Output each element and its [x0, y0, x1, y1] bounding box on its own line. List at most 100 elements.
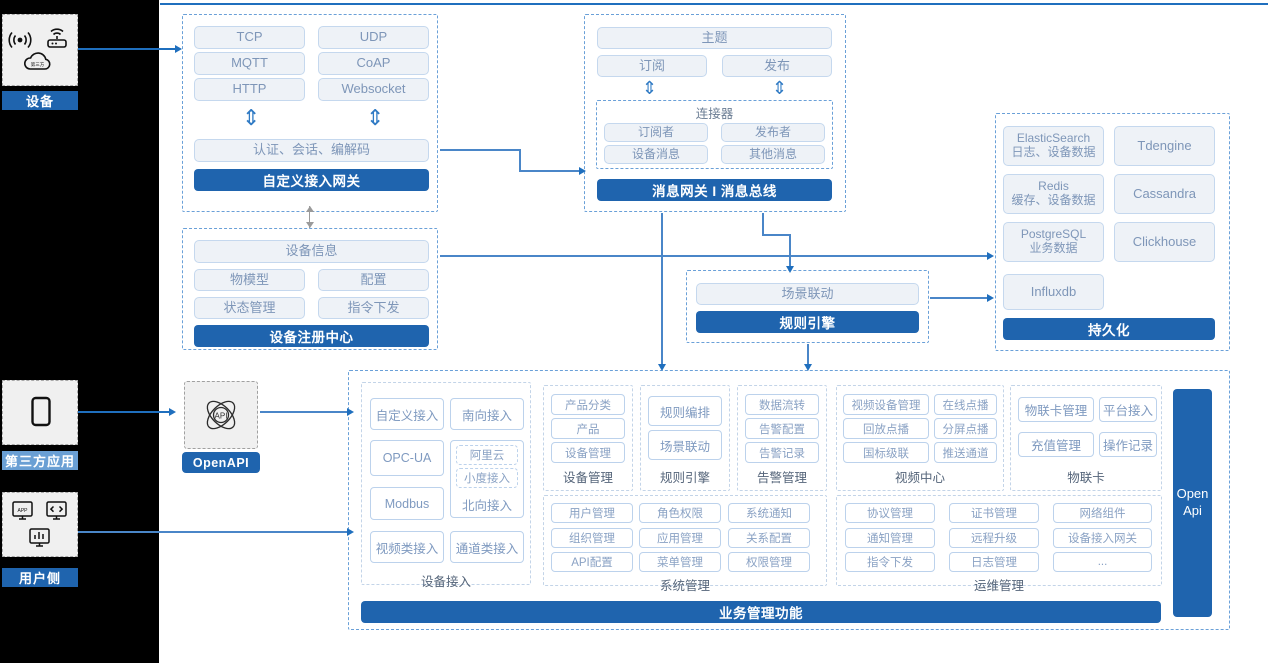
access-custom[interactable]: 自定义接入: [370, 398, 444, 430]
access-aliyun-label: 阿里云: [469, 450, 505, 462]
message-bus-title-bar[interactable]: 消息网关 I 消息总线: [597, 179, 832, 201]
sys-app-management[interactable]: 应用管理: [639, 528, 721, 548]
store-elasticsearch-name: ElasticSearch: [1016, 131, 1091, 146]
video-playback[interactable]: 回放点播: [843, 418, 929, 439]
ops-protocol-management[interactable]: 协议管理: [845, 503, 935, 523]
video-gb-cascade[interactable]: 国标级联: [843, 442, 929, 463]
business-title-bar[interactable]: 业务管理功能: [361, 601, 1161, 623]
ops-device-access-gateway[interactable]: 设备接入网关: [1053, 528, 1152, 548]
protocol-tcp[interactable]: TCP: [194, 26, 305, 49]
registry-state-management[interactable]: 状态管理: [194, 297, 305, 319]
protocol-udp[interactable]: UDP: [318, 26, 429, 49]
store-tdengine[interactable]: Tdengine: [1114, 126, 1215, 166]
registry-device-info[interactable]: 设备信息: [194, 240, 429, 263]
persistence-section: [995, 113, 1230, 351]
connector-device-message[interactable]: 设备消息: [604, 145, 708, 164]
ops-command-dispatch[interactable]: 指令下发: [845, 552, 935, 572]
rule-engine-scene[interactable]: 场景联动: [696, 283, 919, 305]
gateway-updown-arrow-right: ⇕: [366, 105, 385, 130]
open-api-side-bar[interactable]: Open Api: [1173, 389, 1212, 617]
store-clickhouse[interactable]: Clickhouse: [1114, 222, 1215, 262]
publish-box[interactable]: 发布: [722, 55, 832, 77]
group-alarm-management-label: 告警管理: [737, 467, 827, 486]
devmgmt-product[interactable]: 产品: [551, 418, 625, 439]
sys-user-management[interactable]: 用户管理: [551, 503, 633, 523]
video-playback-label: 回放点播: [863, 423, 909, 436]
protocol-coap[interactable]: CoAP: [318, 52, 429, 75]
iot-recharge-management[interactable]: 充值管理: [1018, 432, 1094, 457]
ops-remote-upgrade[interactable]: 远程升级: [949, 528, 1039, 548]
sys-org-management[interactable]: 组织管理: [551, 528, 633, 548]
alarm-data-flow[interactable]: 数据流转: [745, 394, 819, 415]
sys-notification[interactable]: 系统通知: [728, 503, 810, 523]
ops-device-access-gateway-label: 设备接入网关: [1068, 533, 1137, 545]
devmgmt-product-category[interactable]: 产品分类: [551, 394, 625, 415]
top-divider-line: [160, 3, 1268, 5]
devmgmt-device-management[interactable]: 设备管理: [551, 442, 625, 463]
alarm-records[interactable]: 告警记录: [745, 442, 819, 463]
sys-menu-management[interactable]: 菜单管理: [639, 552, 721, 572]
iot-card-management-label: 物联卡管理: [1024, 404, 1088, 418]
access-aliyun[interactable]: 阿里云: [456, 445, 518, 465]
topic-box[interactable]: 主题: [597, 27, 832, 49]
video-push-channel[interactable]: 推送通道: [934, 442, 997, 463]
persistence-title-bar[interactable]: 持久化: [1003, 318, 1215, 340]
ops-notification-management[interactable]: 通知管理: [845, 528, 935, 548]
group-system-management: [543, 495, 827, 586]
ops-log-management[interactable]: 日志管理: [949, 552, 1039, 572]
sys-api-config[interactable]: API配置: [551, 552, 633, 572]
registry-command-dispatch[interactable]: 指令下发: [318, 297, 429, 319]
video-split-screen[interactable]: 分屏点播: [934, 418, 997, 439]
registry-config[interactable]: 配置: [318, 269, 429, 291]
access-video[interactable]: 视频类接入: [370, 531, 444, 563]
registry-title-bar[interactable]: 设备注册中心: [194, 325, 429, 347]
access-opcua[interactable]: OPC-UA: [370, 440, 444, 476]
devmgmt-device-management-label: 设备管理: [565, 447, 611, 460]
store-postgresql[interactable]: PostgreSQL 业务数据: [1003, 222, 1104, 262]
video-online-play[interactable]: 在线点播: [934, 394, 997, 415]
protocol-mqtt[interactable]: MQTT: [194, 52, 305, 75]
ops-certificate-management[interactable]: 证书管理: [949, 503, 1039, 523]
connector-subscriber[interactable]: 订阅者: [604, 123, 708, 142]
store-redis-desc: 缓存、设备数据: [1011, 193, 1096, 207]
alarm-config[interactable]: 告警配置: [745, 418, 819, 439]
store-influxdb[interactable]: Influxdb: [1003, 274, 1104, 310]
iot-platform-access[interactable]: 平台接入: [1099, 397, 1157, 422]
ops-network-component[interactable]: 网络组件: [1053, 503, 1152, 523]
business-title-label: 业务管理功能: [719, 606, 803, 621]
iot-operation-log[interactable]: 操作记录: [1099, 432, 1157, 457]
registry-thing-model[interactable]: 物模型: [194, 269, 305, 291]
sys-relation-config[interactable]: 关系配置: [728, 528, 810, 548]
subscribe-box[interactable]: 订阅: [597, 55, 707, 77]
ops-more[interactable]: ...: [1053, 552, 1152, 572]
entity-user-side-box: APP: [2, 492, 78, 557]
access-southbound[interactable]: 南向接入: [450, 398, 524, 430]
openapi-label-bar[interactable]: OpenAPI: [182, 452, 260, 473]
gateway-middle-box[interactable]: 认证、会话、编解码: [194, 139, 429, 162]
gateway-title-bar[interactable]: 自定义接入网关: [194, 169, 429, 191]
registry-command-dispatch-label: 指令下发: [347, 299, 400, 315]
store-tdengine-name: Tdengine: [1137, 137, 1192, 153]
access-xiaodu[interactable]: 小度接入: [456, 468, 518, 488]
sys-role-permission[interactable]: 角色权限: [639, 503, 721, 523]
protocol-websocket[interactable]: Websocket: [318, 78, 429, 101]
sys-permission-management[interactable]: 权限管理: [728, 552, 810, 572]
connector-publisher[interactable]: 发布者: [721, 123, 825, 142]
message-bus-title-label: 消息网关 I 消息总线: [652, 184, 777, 199]
video-device-management[interactable]: 视频设备管理: [843, 394, 929, 415]
store-postgresql-name: PostgreSQL: [1020, 227, 1087, 242]
rule-orchestration[interactable]: 规则编排: [648, 396, 722, 426]
conn-device-to-gateway-arrow: [175, 44, 182, 53]
access-modbus[interactable]: Modbus: [370, 487, 444, 520]
access-channel[interactable]: 通道类接入: [450, 531, 524, 563]
rule-engine-title-bar[interactable]: 规则引擎: [696, 311, 919, 333]
connector-other-message[interactable]: 其他消息: [721, 145, 825, 164]
protocol-http[interactable]: HTTP: [194, 78, 305, 101]
store-cassandra[interactable]: Cassandra: [1114, 174, 1215, 214]
store-postgresql-desc: 业务数据: [1029, 241, 1078, 255]
iot-card-management[interactable]: 物联卡管理: [1018, 397, 1094, 422]
group-device-access: [361, 382, 531, 585]
rule-scene-linkage[interactable]: 场景联动: [648, 430, 722, 460]
store-redis[interactable]: Redis 缓存、设备数据: [1003, 174, 1104, 214]
store-elasticsearch[interactable]: ElasticSearch 日志、设备数据: [1003, 126, 1104, 166]
